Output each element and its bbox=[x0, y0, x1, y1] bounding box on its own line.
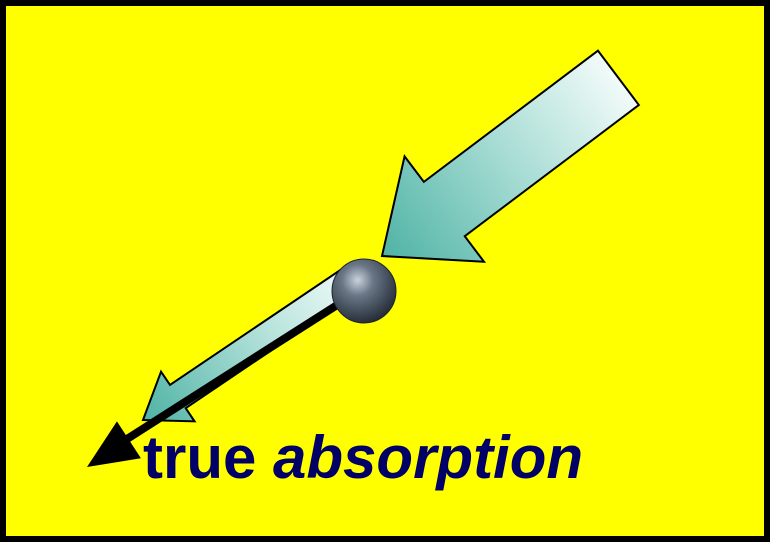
direction-arrowhead-icon bbox=[87, 421, 141, 467]
caption-word-absorption: absorption bbox=[273, 424, 584, 491]
caption-word-true: true bbox=[143, 424, 257, 491]
caption-true-absorption: true absorption bbox=[143, 428, 583, 488]
particle-sphere-icon bbox=[331, 258, 397, 324]
incoming-photon-arrow-icon bbox=[380, 49, 641, 263]
particle-path-line bbox=[113, 296, 348, 450]
